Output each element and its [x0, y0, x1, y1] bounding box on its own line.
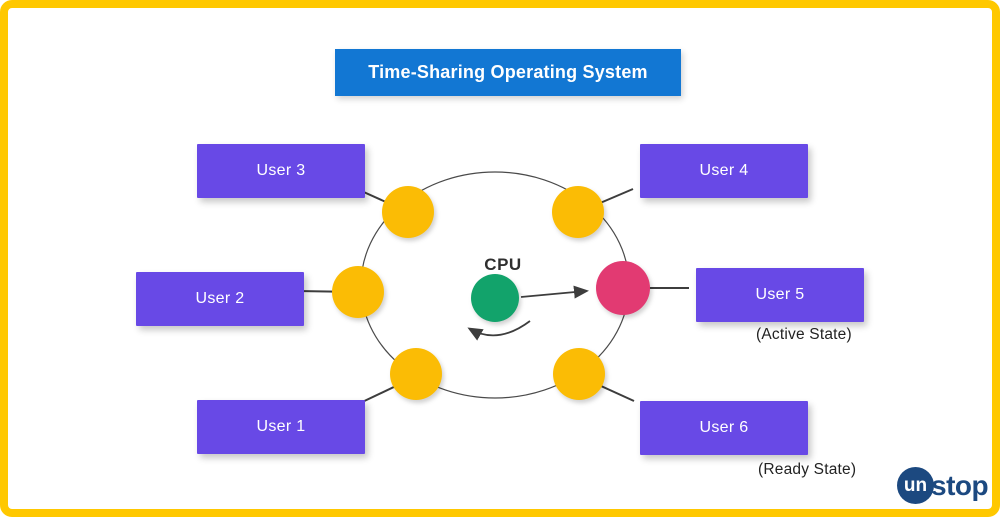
- unstop-logo-prefix: un: [903, 474, 928, 496]
- cpu-to-active-arrow: [520, 285, 589, 299]
- process-node-top-right: [552, 186, 604, 238]
- unstop-logo: un stop: [897, 467, 989, 504]
- cpu-label: CPU: [484, 255, 522, 274]
- unstop-logo-circle: un: [897, 467, 934, 504]
- process-node-top-left: [382, 186, 434, 238]
- user6-box: User 6: [640, 401, 808, 455]
- user4-label: User 4: [699, 162, 749, 179]
- process-node-bottom-right: [553, 348, 605, 400]
- user5-label: User 5: [755, 286, 805, 303]
- active-state-node: [596, 261, 650, 315]
- active-state-label: (Active State): [756, 326, 852, 343]
- process-node-left: [332, 266, 384, 318]
- user1-box: User 1: [197, 400, 365, 454]
- user2-label: User 2: [195, 290, 245, 307]
- user6-label: User 6: [699, 419, 749, 436]
- user1-label: User 1: [256, 418, 306, 435]
- diagram-title: Time-Sharing Operating System: [368, 62, 648, 82]
- unstop-logo-text: stop: [931, 469, 989, 501]
- user4-box: User 4: [640, 144, 808, 198]
- process-node-bottom-left: [390, 348, 442, 400]
- user2-box: User 2: [136, 272, 304, 326]
- cpu-node: [471, 274, 519, 322]
- diagram-canvas: [296, 171, 689, 405]
- rotation-arrow: [467, 320, 531, 341]
- user3-label: User 3: [256, 162, 306, 179]
- title-box: Time-Sharing Operating System: [335, 49, 681, 96]
- user3-box: User 3: [197, 144, 365, 198]
- user5-box: User 5: [696, 268, 864, 322]
- ready-state-label: (Ready State): [758, 461, 857, 478]
